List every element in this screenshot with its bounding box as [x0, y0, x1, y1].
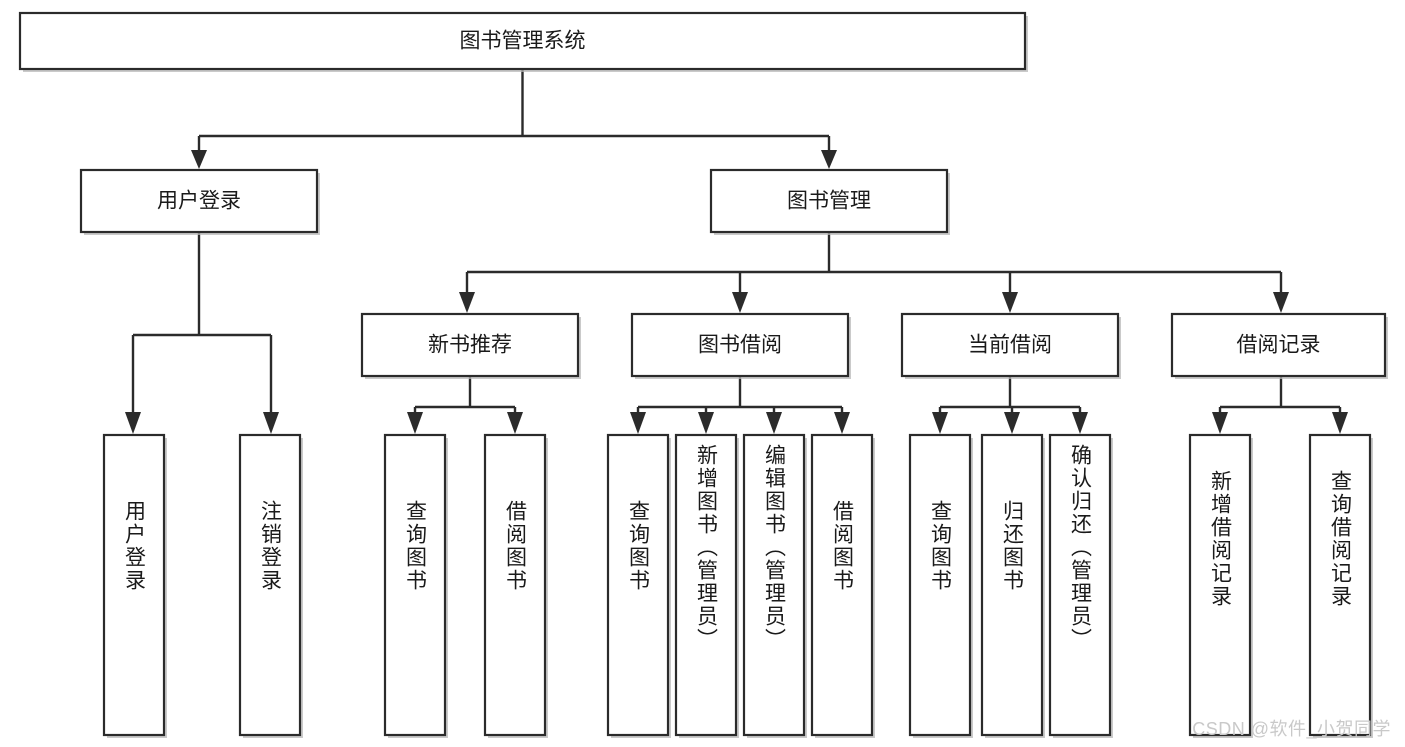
- arrow-head-bookmgmt: [821, 150, 837, 169]
- arrow-head-record: [1273, 292, 1289, 313]
- node-current-borrow-rect[interactable]: [900, 312, 1120, 378]
- node-borrow-record-label: 借阅记录: [1237, 334, 1321, 357]
- leaf-rect-9[interactable]: [980, 433, 1044, 737]
- arrow-head-user-logout: [263, 412, 279, 434]
- leaf-node-1[interactable]: [238, 433, 303, 738]
- node-current-borrow[interactable]: 当前借阅: [900, 312, 1121, 379]
- leaf-node-11[interactable]: [1188, 433, 1253, 738]
- leaf-node-9[interactable]: [980, 433, 1045, 738]
- connector-group-current: [932, 376, 1088, 434]
- arrow-head-user-login: [125, 412, 141, 434]
- node-root[interactable]: 图书管理系统: [18, 11, 1028, 72]
- leaf-rect-4[interactable]: [606, 433, 670, 737]
- node-book-management-rect[interactable]: [709, 168, 949, 234]
- node-new-book-recommend-label: 新书推荐: [428, 334, 512, 357]
- node-borrow-record[interactable]: 借阅记录: [1170, 312, 1388, 379]
- node-user-login-rect[interactable]: [79, 168, 319, 234]
- node-book-management[interactable]: 图书管理: [709, 168, 950, 235]
- leaf-node-4[interactable]: [606, 433, 671, 738]
- connector-group-bookmgmt: [459, 232, 1289, 313]
- arrow-head-rc-add: [1212, 412, 1228, 434]
- arrow-head-br-borrow: [834, 412, 850, 434]
- leaf-rect-11[interactable]: [1188, 433, 1252, 737]
- node-user-login-label: 用户登录: [157, 190, 241, 213]
- watermark-text: CSDN @软件_小贺同学: [1192, 719, 1391, 739]
- arrow-head-nb-query: [407, 412, 423, 434]
- leaf-rect-2[interactable]: [383, 433, 447, 737]
- leaf-node-2[interactable]: [383, 433, 448, 738]
- leaf-rect-3[interactable]: [483, 433, 547, 737]
- arrow-head-login: [191, 150, 207, 169]
- arrow-head-cu-query: [932, 412, 948, 434]
- arrow-head-br-edit: [766, 412, 782, 434]
- arrow-head-br-add: [698, 412, 714, 434]
- leaf-node-12[interactable]: [1308, 433, 1373, 738]
- node-new-book-recommend-rect[interactable]: [360, 312, 580, 378]
- node-root-rect[interactable]: [18, 11, 1027, 71]
- leaf-rect-8[interactable]: [908, 433, 972, 737]
- leaf-node-0[interactable]: [102, 433, 167, 738]
- arrow-head-rc-query: [1332, 412, 1348, 434]
- arrow-head-cu-confirm: [1072, 412, 1088, 434]
- arrow-head-cu-return: [1004, 412, 1020, 434]
- leaf-node-8[interactable]: [908, 433, 973, 738]
- arrow-head-newbook: [459, 292, 475, 313]
- arrow-head-nb-borrow: [507, 412, 523, 434]
- connector-group-record: [1212, 376, 1348, 434]
- leaf-node-5[interactable]: [674, 433, 739, 738]
- connector-group-login: [125, 232, 279, 434]
- node-borrow-record-rect[interactable]: [1170, 312, 1387, 378]
- leaf-rect-12[interactable]: [1308, 433, 1372, 737]
- leaf-node-3[interactable]: [483, 433, 548, 738]
- node-root-label: 图书管理系统: [460, 30, 586, 53]
- connector-group-newbook: [407, 376, 523, 434]
- node-book-management-label: 图书管理: [787, 190, 871, 213]
- node-book-borrow-rect[interactable]: [630, 312, 850, 378]
- leaf-rect-7[interactable]: [810, 433, 874, 737]
- leaf-rect-10[interactable]: [1048, 433, 1112, 737]
- leaf-rect-6[interactable]: [742, 433, 806, 737]
- leaf-rect-0[interactable]: [102, 433, 166, 737]
- arrow-head-borrow: [732, 292, 748, 313]
- arrow-head-current: [1002, 292, 1018, 313]
- leaf-rect-1[interactable]: [238, 433, 302, 737]
- node-user-login[interactable]: 用户登录: [79, 168, 320, 235]
- node-book-borrow-label: 图书借阅: [698, 334, 782, 357]
- node-new-book-recommend[interactable]: 新书推荐: [360, 312, 581, 379]
- node-book-borrow[interactable]: 图书借阅: [630, 312, 851, 379]
- arrow-head-br-query: [630, 412, 646, 434]
- connector-group-borrow: [630, 376, 850, 434]
- leaf-node-7[interactable]: [810, 433, 875, 738]
- leaf-node-10[interactable]: [1048, 433, 1113, 738]
- connector-group-root: [191, 69, 837, 169]
- leaf-node-6[interactable]: [742, 433, 807, 738]
- leaf-rect-5[interactable]: [674, 433, 738, 737]
- node-current-borrow-label: 当前借阅: [968, 334, 1052, 357]
